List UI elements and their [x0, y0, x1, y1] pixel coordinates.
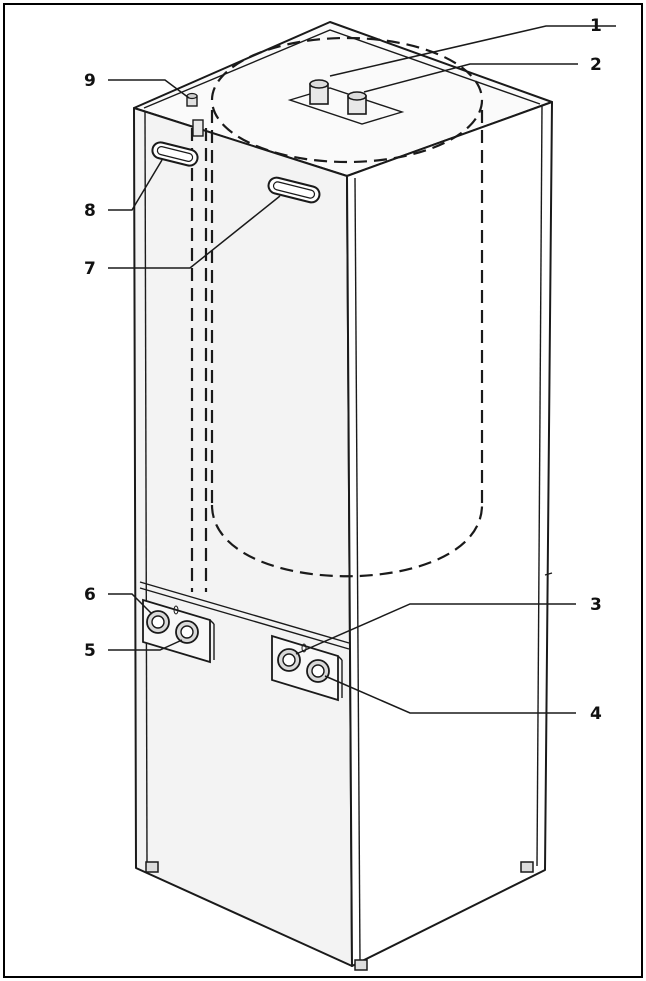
- leader-2: [363, 63, 578, 93]
- fitting-5: [175, 620, 199, 644]
- fitting-6: [146, 610, 170, 634]
- front-edge-line: [144, 111, 148, 864]
- callout-4: 4: [590, 704, 602, 724]
- tank-top-ellipse: [210, 36, 484, 164]
- leader-8: [108, 159, 163, 211]
- callout-3: 3: [590, 595, 602, 615]
- front-panel-seam-2: [139, 587, 350, 650]
- top-connections: [186, 79, 405, 137]
- leader-lines: [108, 25, 616, 714]
- handle-7: [267, 176, 321, 204]
- leader-6: [108, 593, 153, 615]
- callout-5: 5: [84, 641, 96, 661]
- callout-2: 2: [590, 55, 602, 75]
- fitting-4: [306, 659, 330, 683]
- callout-7: 7: [84, 259, 96, 279]
- foot-right: [520, 861, 534, 873]
- fitting-3: [277, 648, 301, 672]
- cabinet-side-face: [346, 101, 553, 967]
- pipe-stub: [192, 119, 204, 137]
- side-notch: [544, 572, 553, 576]
- leader-4: [324, 675, 576, 714]
- callout-8: 8: [84, 201, 96, 221]
- callout-6: 6: [84, 585, 96, 605]
- foot-front: [354, 959, 368, 971]
- tank-bottom-curve: [210, 504, 484, 578]
- leader-7: [108, 195, 281, 269]
- top-connection-2: [347, 91, 367, 115]
- corner-edge-line: [354, 177, 361, 963]
- side-edge-line: [536, 105, 543, 867]
- cabinet-front-face: [133, 107, 353, 967]
- foot-left: [145, 861, 159, 873]
- page-border: [3, 3, 643, 978]
- handle-8: [151, 141, 199, 167]
- top-connection-1: [309, 79, 329, 105]
- cabinet: [133, 21, 553, 971]
- hidden-tank: [190, 36, 484, 592]
- leader-5: [108, 639, 183, 651]
- connection-plate-left: [142, 598, 215, 664]
- front-panel-seam: [139, 581, 350, 644]
- callout-9: 9: [84, 71, 96, 91]
- leader-3: [295, 603, 576, 655]
- callout-labels: 1 2 3 4 5 6 7 8 9: [84, 16, 602, 724]
- top-fitting-9: [186, 92, 198, 107]
- leader-1: [329, 25, 616, 77]
- callout-1: 1: [590, 16, 602, 36]
- top-rim-line: [143, 29, 541, 109]
- leader-9: [108, 79, 190, 99]
- connection-plate-right: [271, 634, 343, 702]
